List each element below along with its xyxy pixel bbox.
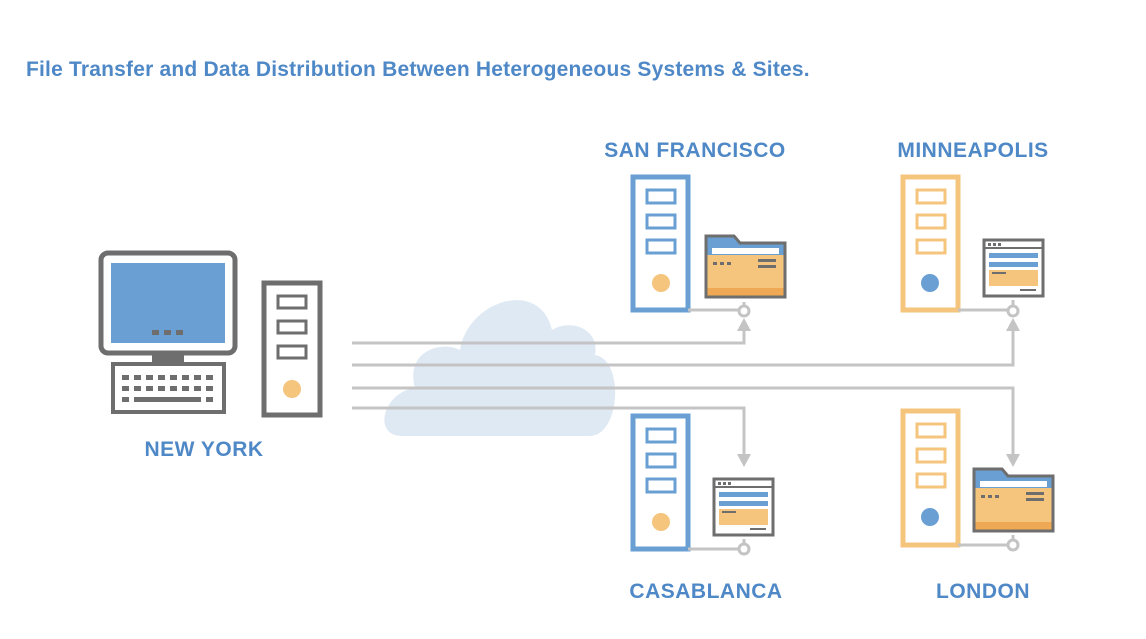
arrow-up-icon: [1006, 318, 1020, 331]
keyboard-icon: [122, 375, 213, 402]
link-to-casablanca: [352, 406, 746, 460]
site-label-new-york: NEW YORK: [144, 438, 264, 461]
server-tower-icon: [900, 174, 961, 313]
link-to-minneapolis: [352, 328, 1015, 367]
link-to-london: [352, 386, 1015, 460]
diagram-title: File Transfer and Data Distribution Betw…: [26, 58, 810, 81]
site-label-casablanca: CASABLANCA: [629, 580, 783, 603]
desktop-computer-icon: [98, 250, 238, 414]
document-window-icon: [712, 477, 775, 537]
connection-lines: [352, 328, 1015, 460]
link-to-san-francisco: [352, 328, 746, 345]
document-window-icon: [982, 238, 1045, 298]
arrow-down-icon: [1006, 454, 1020, 467]
arrow-up-icon: [737, 318, 751, 331]
site-label-san-francisco: SAN FRANCISCO: [604, 139, 786, 162]
folder-icon: [972, 467, 1055, 533]
server-tower-icon: [630, 413, 691, 552]
folder-icon: [704, 234, 787, 299]
site-label-london: LONDON: [936, 580, 1030, 603]
arrow-down-icon: [737, 454, 751, 467]
site-label-minneapolis: MINNEAPOLIS: [897, 139, 1049, 162]
cloud-icon: [384, 300, 616, 436]
server-tower-icon: [261, 280, 323, 418]
server-tower-icon: [900, 408, 961, 548]
server-tower-icon: [630, 174, 691, 313]
